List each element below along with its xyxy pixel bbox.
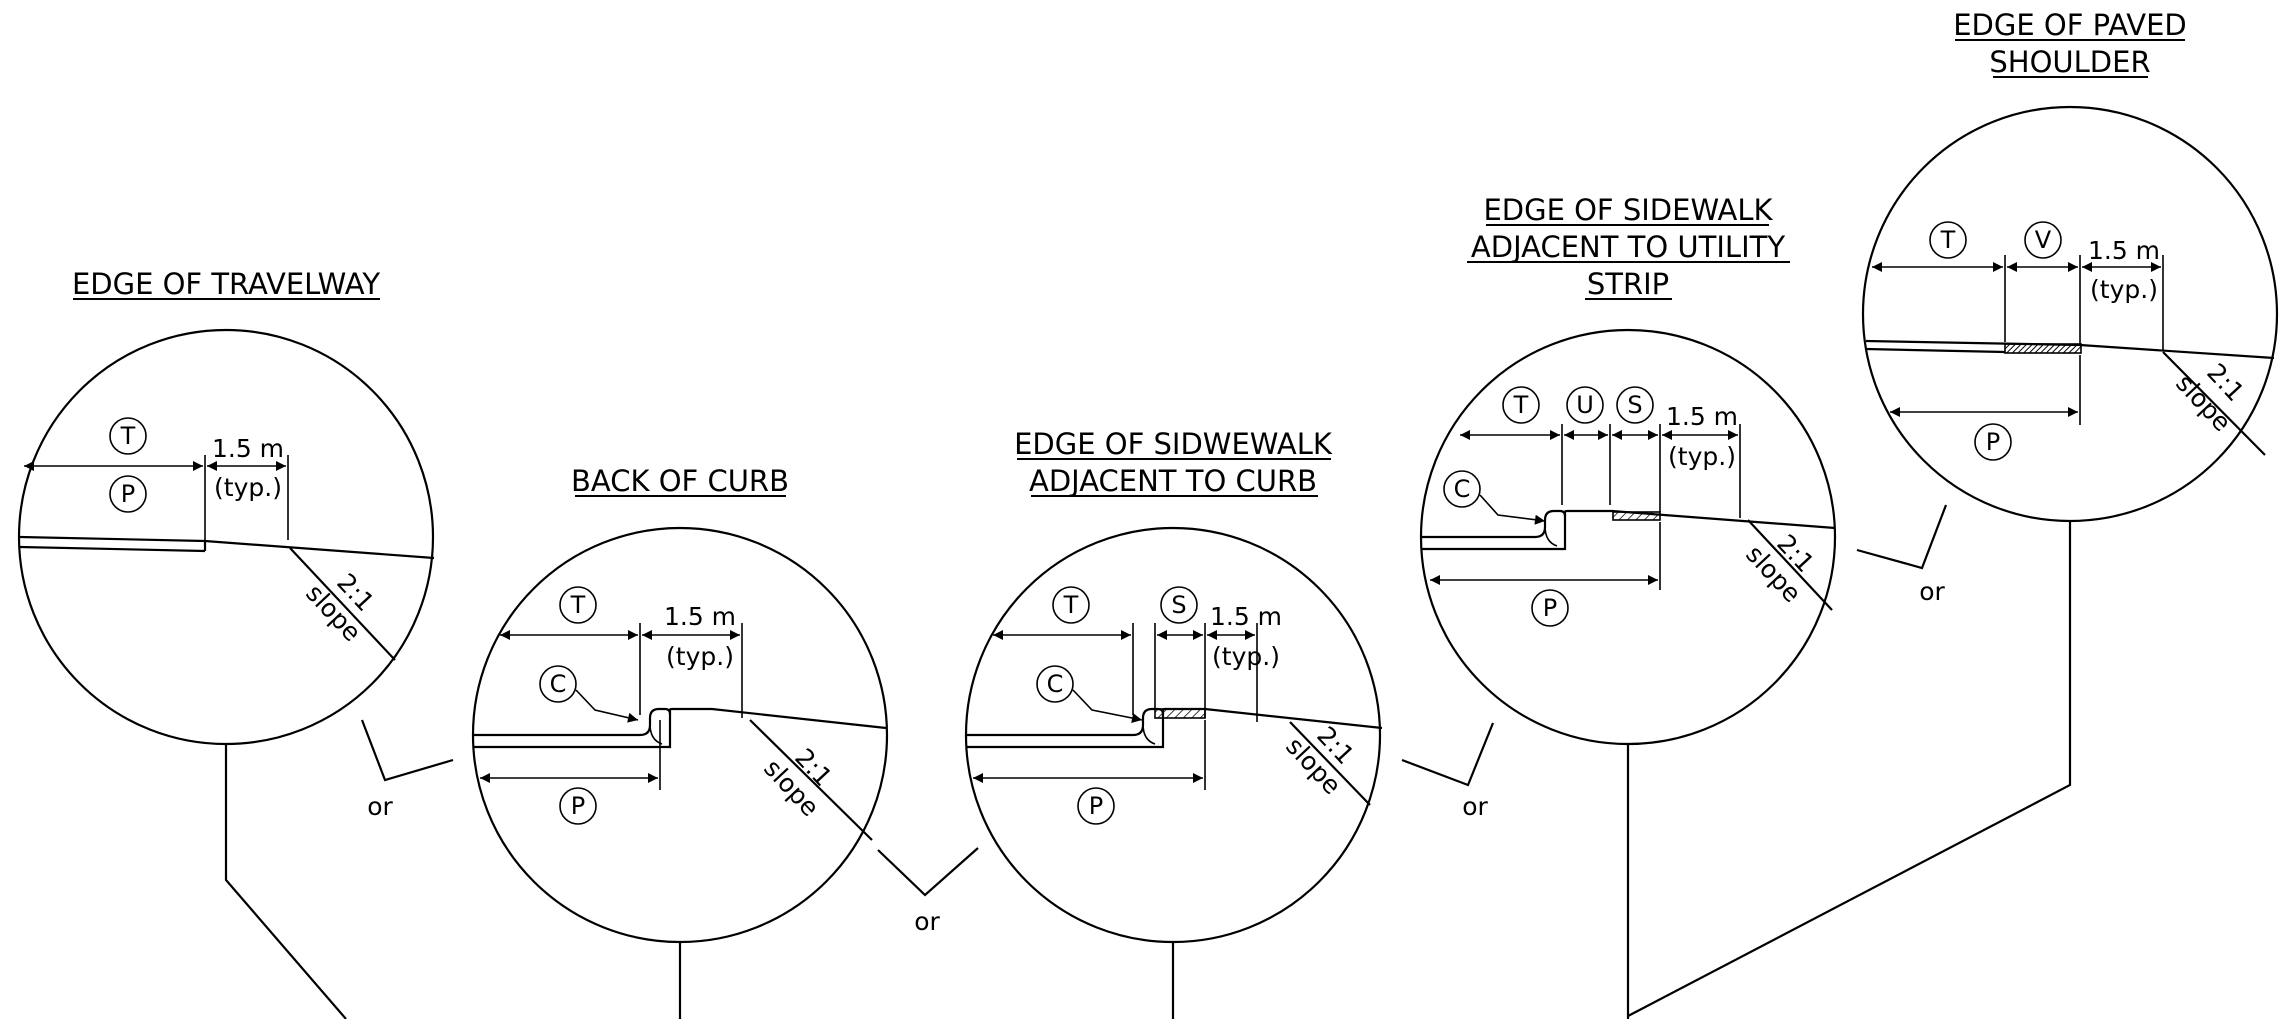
width-label: 1.5 m <box>1666 402 1738 431</box>
width-label: 1.5 m <box>2088 236 2160 265</box>
label-t: T <box>1063 591 1079 619</box>
label-p: P <box>571 792 585 820</box>
typ-label: (typ.) <box>666 642 734 671</box>
detail-title-line-3: STRIP <box>1587 267 1669 301</box>
label-c: C <box>1454 475 1471 503</box>
detail-back-of-curb: BACK OF CURB T C P 1.5 m (typ.) 2:1 slop… <box>471 464 889 944</box>
or-label-2: or <box>914 907 940 936</box>
width-label: 1.5 m <box>664 602 736 631</box>
detail-edge-of-travelway: EDGE OF TRAVELWAY T P 1.5 m (typ.) 2:1 s… <box>17 267 435 746</box>
connector-lines <box>224 520 2072 1019</box>
label-v: V <box>2035 226 2052 254</box>
detail-edge-of-paved-shoulder: EDGE OF PAVED SHOULDER T V P 1.5 m (typ.… <box>1861 8 2279 523</box>
detail-circle <box>1861 105 2279 523</box>
or-leaders <box>360 504 1948 897</box>
label-t: T <box>1513 391 1529 419</box>
label-p: P <box>1089 792 1103 820</box>
label-c: C <box>550 670 567 698</box>
or-label-1: or <box>367 792 393 821</box>
label-t: T <box>1940 226 1956 254</box>
detail-title-line-1: BACK OF CURB <box>571 464 789 498</box>
label-p: P <box>121 480 135 508</box>
label-p: P <box>1543 594 1557 622</box>
label-u: U <box>1576 391 1594 419</box>
label-s: S <box>1171 591 1186 619</box>
width-label: 1.5 m <box>1210 602 1282 631</box>
detail-circle <box>17 328 435 746</box>
or-label-3: or <box>1462 792 1488 821</box>
detail-title-line-1: EDGE OF PAVED <box>1953 8 2187 42</box>
label-s: S <box>1627 391 1642 419</box>
label-c: C <box>1047 670 1064 698</box>
detail-title-line-2: ADJACENT TO CURB <box>1029 464 1317 498</box>
detail-title-line-1: EDGE OF SIDWEWALK <box>1014 427 1333 461</box>
detail-title-line-2: SHOULDER <box>1989 45 2150 79</box>
detail-edge-of-sidewalk-adjacent-to-curb: EDGE OF SIDWEWALK ADJACENT TO CURB T S C… <box>964 427 1383 944</box>
typ-label: (typ.) <box>1212 642 1280 671</box>
or-label-4: or <box>1919 577 1945 606</box>
typ-label: (typ.) <box>214 473 282 502</box>
detail-title-line-1: EDGE OF SIDEWALK <box>1483 193 1773 227</box>
detail-edge-of-sidewalk-adjacent-to-utility-strip: EDGE OF SIDEWALK ADJACENT TO UTILITY STR… <box>1419 193 1837 746</box>
label-t: T <box>570 591 586 619</box>
label-t: T <box>120 422 136 450</box>
label-p: P <box>1986 428 2000 456</box>
width-label: 1.5 m <box>212 434 284 463</box>
detail-title-line-2: ADJACENT TO UTILITY <box>1471 230 1785 264</box>
typ-label: (typ.) <box>1668 442 1736 471</box>
typ-label: (typ.) <box>2090 275 2158 304</box>
detail-title-line-1: EDGE OF TRAVELWAY <box>72 267 380 301</box>
